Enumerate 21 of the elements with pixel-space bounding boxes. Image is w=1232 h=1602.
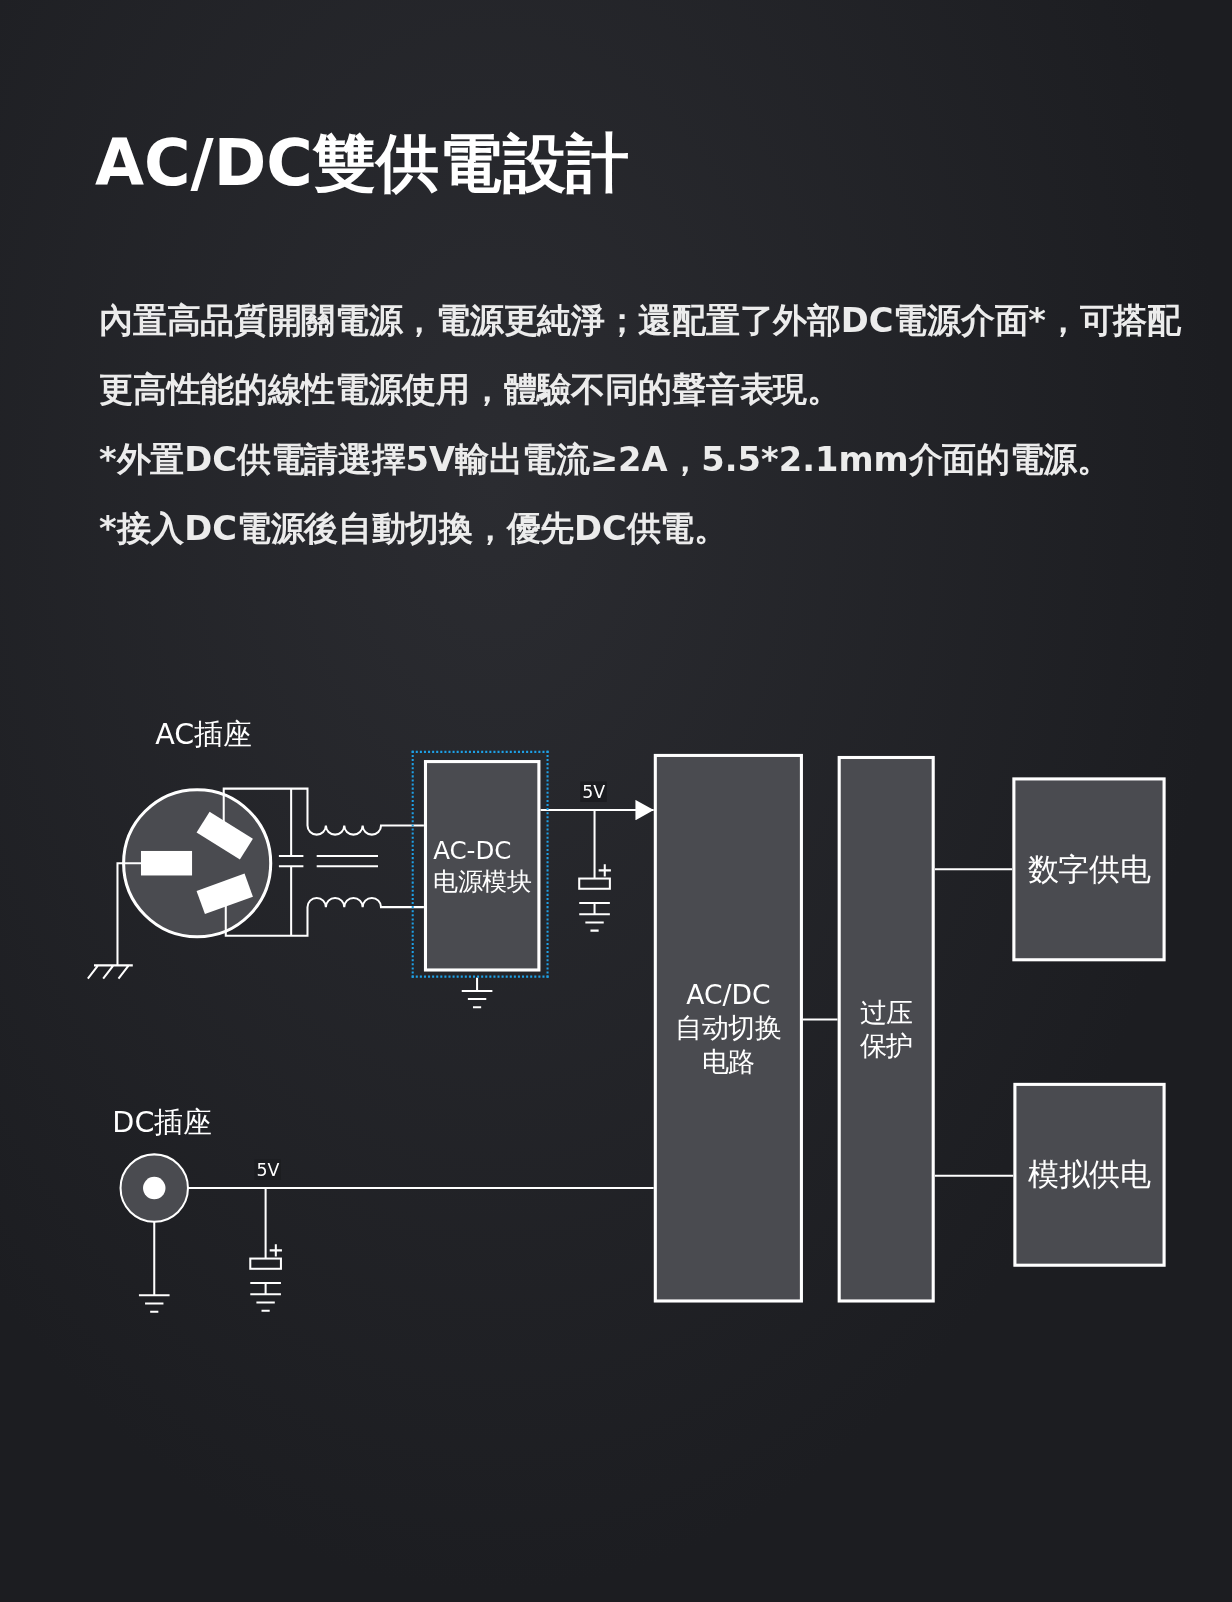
edge-label: 5V: [254, 1159, 282, 1180]
note-text: *接入DC電源後自動切換，優先DC供電。: [99, 507, 729, 551]
block-box: 模拟供电: [1013, 1082, 1166, 1267]
block-box: 数字供电: [1012, 777, 1166, 962]
connector: [224, 896, 424, 937]
socket-label: AC插座: [155, 716, 252, 753]
title: AC/DC雙供電設計: [95, 124, 630, 203]
block-box: AC-DC 电源模块: [423, 760, 541, 972]
socket-label: DC插座: [112, 1104, 212, 1142]
connector: [802, 1018, 838, 1021]
connector: [540, 799, 654, 821]
connector: [934, 1174, 1014, 1177]
block-box: 过压保护: [837, 755, 935, 1303]
module-outline: [411, 750, 549, 978]
connector: [222, 787, 424, 836]
note-text: 內置高品質開關電源，電源更純淨；還配置了外部DC電源介面*，可搭配更高性能的線性電源使用，體驗不同的聲音表現。: [99, 299, 1182, 412]
connector: [187, 1187, 654, 1190]
note-text: *外置DC供電請選擇5V輸出電流≥2A，5.5*2.1mm介面的電源。: [99, 438, 1112, 482]
edge-label: 5V: [580, 781, 608, 802]
connector: [934, 868, 1013, 871]
block-box: AC/DC 自动切换电路: [653, 753, 803, 1303]
